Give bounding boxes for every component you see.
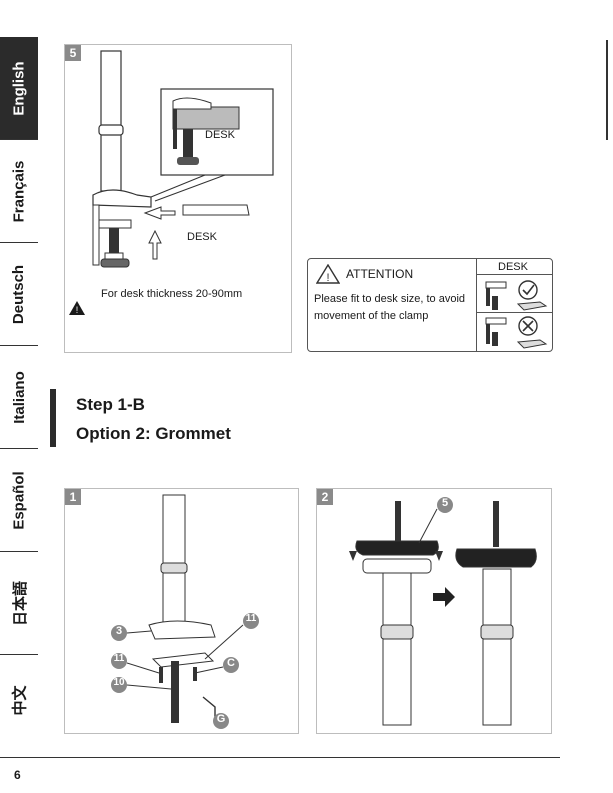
option-title: Option 2: Grommet	[76, 424, 231, 444]
attention-desk-label: DESK	[498, 261, 528, 273]
step-title: Step 1-B	[76, 395, 145, 415]
callout-10: 10	[112, 677, 126, 688]
step5-panel: 5 ! DESK DESK For desk thickness 20-90mm	[64, 44, 292, 353]
attention-divider	[476, 259, 477, 351]
attention-body: Please fit to desk size, to avoid moveme…	[314, 291, 478, 325]
tab-espanol[interactable]: Español	[0, 449, 38, 552]
tab-deutsch[interactable]: Deutsch	[0, 243, 38, 346]
tab-chinese[interactable]: 中文	[0, 655, 38, 745]
grommet-panel-1: 1 3 11 11 C 10 G	[64, 488, 299, 734]
tab-italiano-label: Italiano	[11, 371, 28, 424]
callout-11-left: 11	[112, 653, 126, 664]
desk-thickness-warning: For desk thickness 20-90mm	[101, 288, 242, 300]
tab-deutsch-label: Deutsch	[11, 264, 28, 323]
tab-francais[interactable]: Français	[0, 140, 38, 243]
tab-espanol-label: Español	[11, 471, 28, 529]
tab-japanese-label: 日本語	[9, 580, 30, 625]
warning-icon: !	[316, 264, 340, 284]
grommet-step2-illustration	[317, 489, 551, 733]
grommet-step1-illustration	[65, 489, 298, 733]
attention-desk-divider	[476, 274, 552, 275]
attention-title: ATTENTION	[346, 267, 413, 281]
svg-text:!: !	[326, 272, 329, 284]
inset-desk-label: DESK	[205, 129, 235, 141]
tab-japanese[interactable]: 日本語	[0, 552, 38, 655]
grommet-panel-2: 2 5	[316, 488, 552, 734]
tab-francais-label: Français	[11, 160, 28, 222]
attention-box: ! ATTENTION Please fit to desk size, to …	[307, 258, 553, 352]
footer-divider	[0, 757, 560, 758]
page-number: 6	[14, 768, 21, 782]
tab-chinese-label: 中文	[8, 685, 29, 715]
callout-5: 5	[440, 497, 450, 509]
tab-english[interactable]: English	[0, 37, 38, 140]
callout-g: G	[216, 713, 226, 725]
tab-italiano[interactable]: Italiano	[0, 346, 38, 449]
callout-c: C	[226, 657, 236, 669]
wrong-fit-icon	[480, 314, 550, 350]
callout-3: 3	[114, 625, 124, 637]
attention-mid-divider	[476, 312, 552, 313]
svg-text:!: !	[76, 305, 79, 315]
desk-label: DESK	[187, 231, 217, 243]
callout-11-top: 11	[244, 613, 258, 624]
correct-fit-icon	[480, 276, 550, 312]
right-edge-bar	[606, 40, 608, 140]
tab-english-label: English	[11, 61, 28, 115]
clamp-illustration: !	[65, 45, 291, 352]
step-heading-bar	[50, 389, 56, 447]
